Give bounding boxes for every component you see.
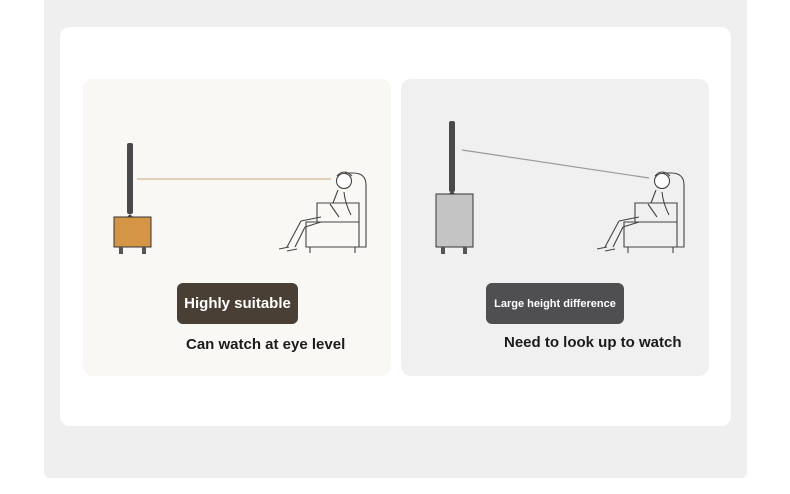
suitability-badge: Highly suitable — [177, 283, 298, 324]
tv-screen-icon — [127, 143, 133, 214]
tv-cabinet-icon — [435, 193, 474, 248]
look-up-caption: Need to look up to watch — [504, 334, 682, 351]
height-difference-badge: Large height difference — [486, 283, 624, 324]
eye-level-caption: Can watch at eye level — [186, 336, 346, 353]
sightline — [461, 149, 650, 179]
height-difference-illustration — [435, 121, 685, 254]
eye-level-illustration — [113, 143, 367, 254]
person-in-armchair-icon — [596, 171, 685, 253]
panel-eye-level: Highly suitable Can watch at eye level — [83, 79, 391, 376]
panel-height-difference: Large height difference Need to look up … — [401, 79, 709, 376]
tv-cabinet-icon — [113, 216, 152, 248]
person-in-armchair-icon — [278, 171, 367, 253]
tv-screen-icon — [449, 121, 455, 192]
